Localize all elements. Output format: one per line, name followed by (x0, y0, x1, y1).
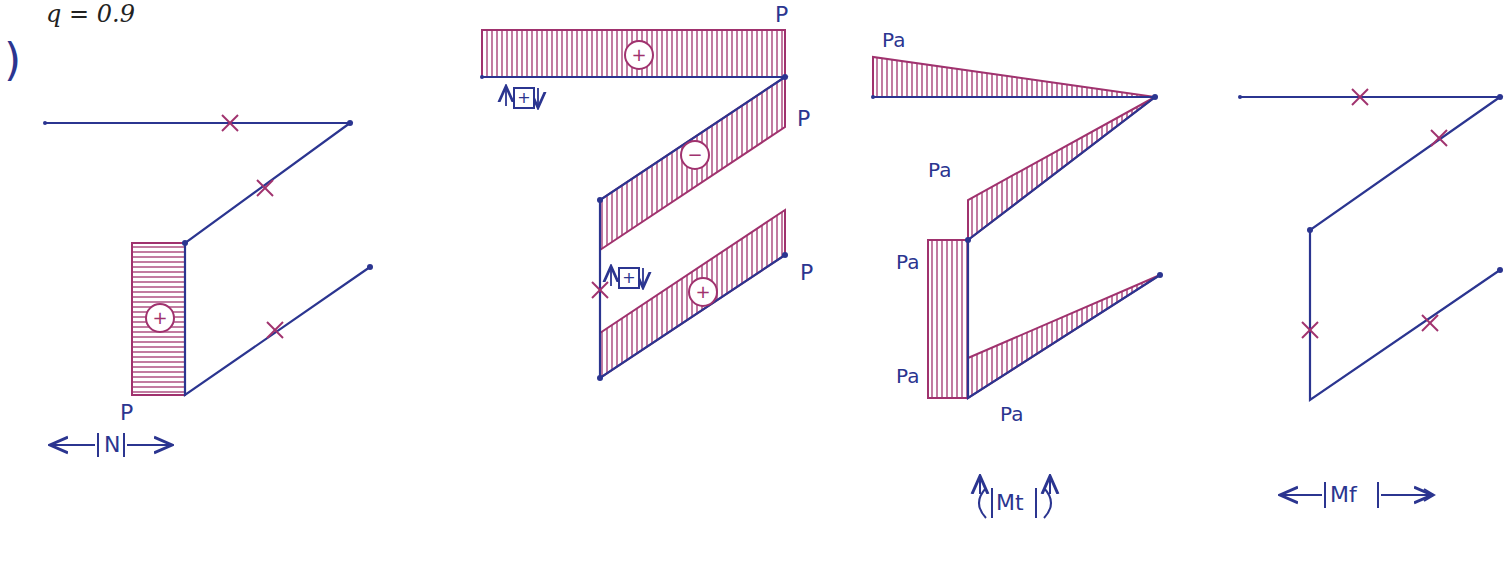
force-label: P (775, 4, 788, 26)
diagram-name: N (104, 434, 120, 456)
diagram-name: Mt (996, 492, 1024, 514)
load-value: q = 0.9 (46, 2, 135, 26)
moment-label: Pa (1000, 404, 1023, 424)
diagram-name: Mf (1330, 484, 1357, 506)
moment-label: Pa (896, 366, 919, 386)
bracket: ) (4, 38, 21, 82)
sign-convention: + (513, 87, 535, 109)
moment-label: Pa (928, 160, 951, 180)
sign-convention: + (618, 267, 640, 289)
force-label: P (800, 262, 813, 284)
sign-symbol: + (624, 40, 654, 70)
force-label: P (797, 108, 810, 130)
shear-force-diagram (480, 30, 788, 381)
normal-force-diagram (43, 115, 373, 457)
bending-moment-diagram (1238, 89, 1503, 508)
force-label: P (120, 402, 133, 424)
sign-symbol: + (688, 277, 718, 307)
sign-symbol: − (680, 140, 710, 170)
moment-label: Pa (896, 252, 919, 272)
sign-symbol: + (145, 303, 175, 333)
torsion-moment-diagram (871, 57, 1163, 518)
moment-label: Pa (882, 30, 905, 50)
